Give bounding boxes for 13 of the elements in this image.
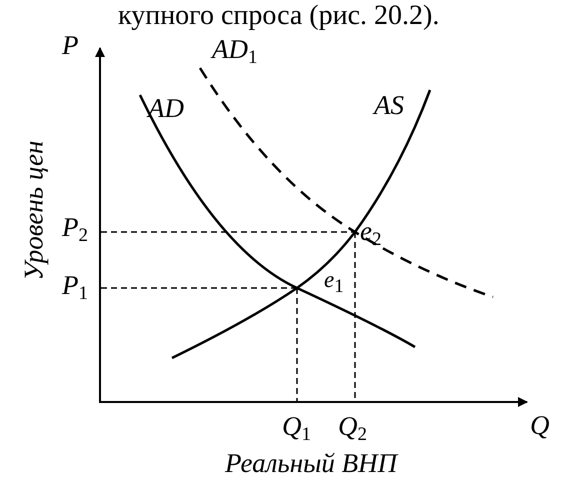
axis-title: Уровень цен	[20, 140, 47, 280]
point-label: e$_{1}$	[324, 268, 344, 296]
tick-label: Q$_{1}$	[282, 413, 311, 444]
curve-label: AD	[148, 95, 184, 122]
axis-label: Q	[530, 412, 550, 439]
curve-label: AS	[374, 92, 404, 119]
axis-label: P	[62, 32, 78, 59]
curve-label: AD$_{1}$	[212, 36, 258, 67]
tick-label: Q$_{2}$	[338, 413, 367, 444]
body-text: купного спроса (рис. 20.2).	[118, 2, 440, 30]
axis-title: Реальный ВНП	[225, 450, 398, 477]
tick-label: P$_{1}$	[62, 272, 88, 303]
tick-label: P$_{2}$	[62, 214, 88, 245]
